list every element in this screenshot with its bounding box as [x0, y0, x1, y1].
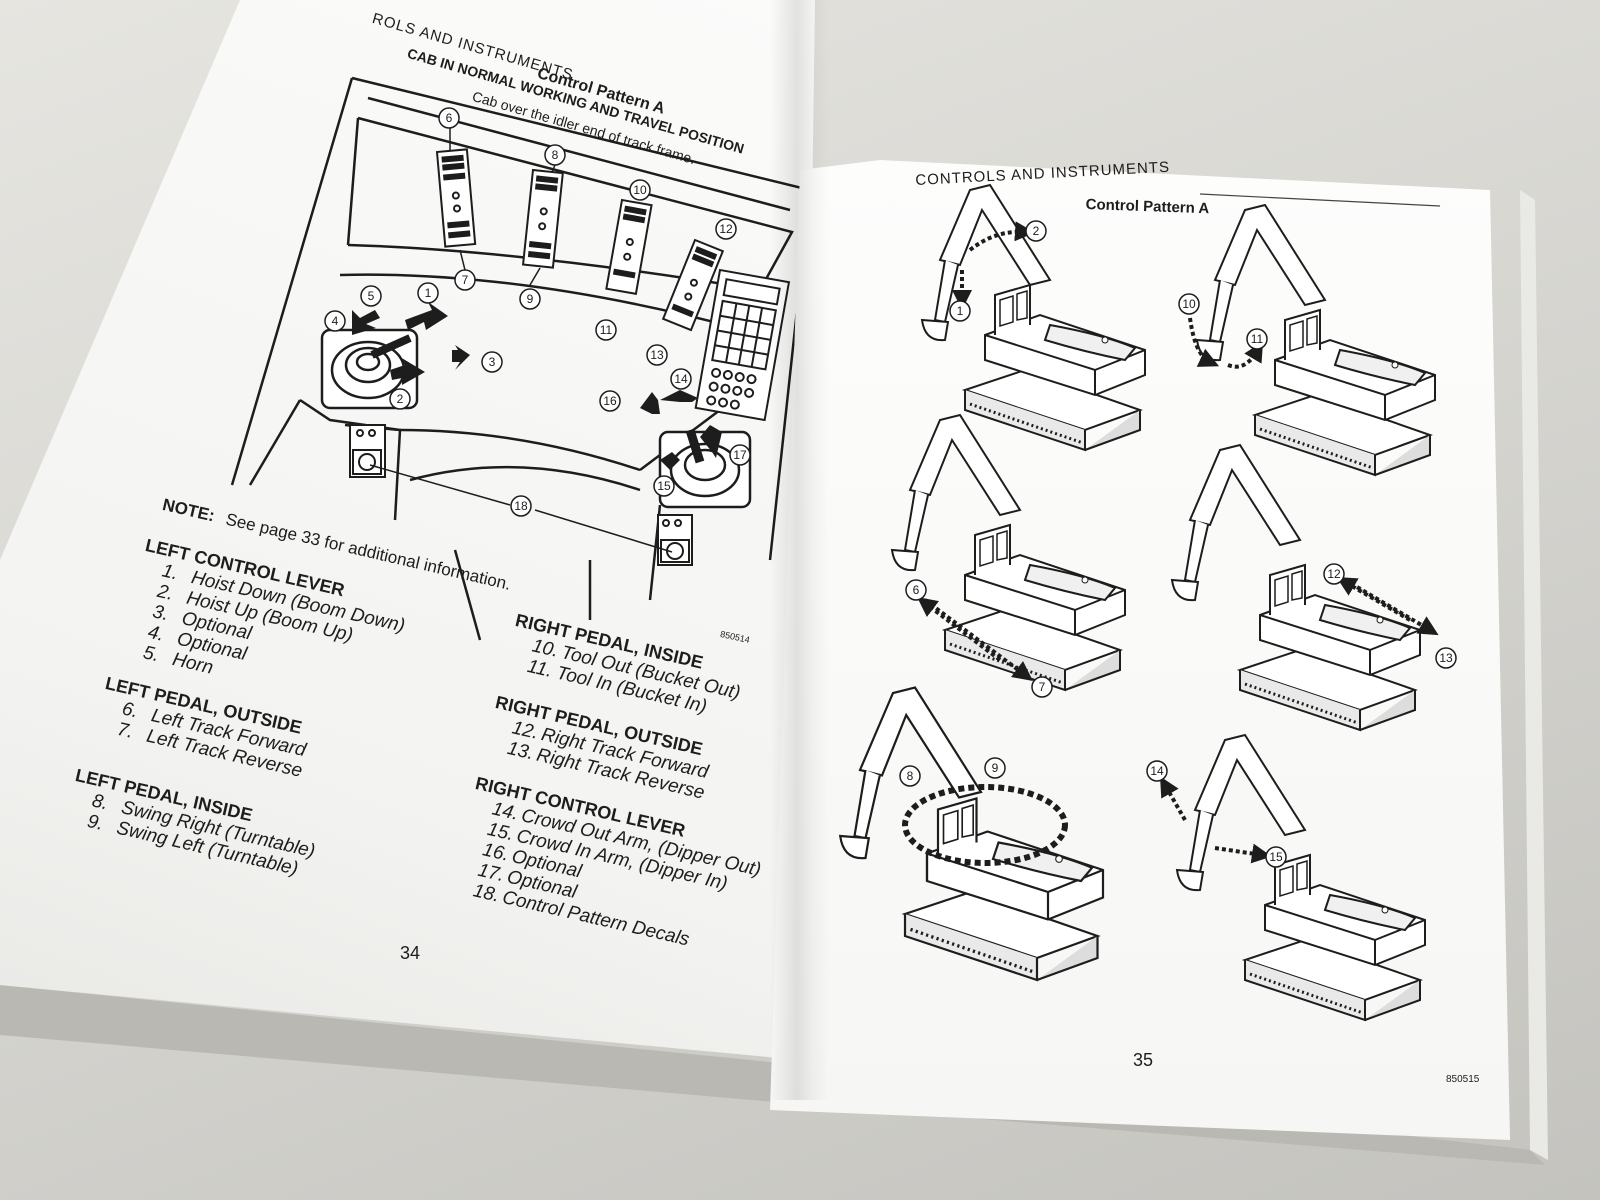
svg-text:10: 10 [1182, 297, 1196, 311]
svg-text:16: 16 [603, 394, 617, 408]
svg-text:1: 1 [425, 286, 432, 300]
excavator-panel-6: 14 15 [1146, 734, 1427, 1022]
callout-13: 13 [646, 344, 668, 366]
svg-text:17: 17 [733, 448, 747, 462]
svg-text:18: 18 [514, 499, 528, 513]
svg-text:12: 12 [719, 222, 733, 236]
right-figure-code: 850515 [1446, 1074, 1480, 1085]
callout-1: 1 [417, 282, 439, 304]
svg-text:2: 2 [397, 392, 404, 406]
svg-text:2: 2 [1033, 224, 1040, 238]
callout-14: 14 [670, 368, 692, 390]
callout-8: 8 [544, 144, 566, 166]
excavator-panel-2: 10 11 [1178, 204, 1437, 477]
svg-text:10: 10 [633, 183, 647, 197]
right-page-number: 35 [1133, 1050, 1154, 1070]
left-callouts: 6 8 10 12 7 9 11 13 1 5 4 3 2 14 16 17 1… [324, 107, 751, 517]
svg-text:4: 4 [332, 314, 339, 328]
left-page-number: 34 [400, 943, 421, 963]
callout-10: 10 [629, 179, 651, 201]
svg-text:14: 14 [1150, 764, 1164, 778]
callout-18: 18 [510, 495, 532, 517]
excavator-panel-5: 8 9 [839, 686, 1105, 982]
svg-text:5: 5 [368, 289, 375, 303]
svg-text:13: 13 [650, 348, 664, 362]
svg-text:9: 9 [992, 761, 999, 775]
svg-text:9: 9 [527, 292, 534, 306]
svg-text:8: 8 [907, 769, 914, 783]
callout-16: 16 [599, 390, 621, 412]
callout-3: 3 [481, 351, 503, 373]
callout-5: 5 [360, 285, 382, 307]
callout-15: 15 [653, 475, 675, 497]
svg-text:8: 8 [552, 148, 559, 162]
callout-4: 4 [324, 310, 346, 332]
callout-17: 17 [729, 444, 751, 466]
excavator-panel-3: 6 7 [891, 414, 1127, 698]
callout-6: 6 [438, 107, 460, 129]
svg-text:15: 15 [1269, 850, 1283, 864]
excavator-panel-1: 2 1 [921, 184, 1147, 452]
svg-text:14: 14 [674, 372, 688, 386]
svg-text:6: 6 [446, 111, 453, 125]
svg-text:11: 11 [600, 323, 613, 337]
excavator-panel-4: 12 13 [1171, 444, 1457, 732]
svg-text:12: 12 [1327, 567, 1341, 581]
callout-11: 11 [595, 319, 617, 341]
cab-controls-diagram [230, 76, 812, 641]
svg-text:15: 15 [657, 479, 671, 493]
svg-text:7: 7 [1039, 680, 1046, 694]
svg-text:1: 1 [957, 304, 964, 318]
callout-7: 7 [454, 269, 476, 291]
svg-text:7: 7 [462, 273, 469, 287]
callout-12: 12 [715, 218, 737, 240]
svg-text:13: 13 [1439, 651, 1453, 665]
svg-text:11: 11 [1251, 332, 1264, 346]
callout-2: 2 [389, 388, 411, 410]
svg-text:6: 6 [913, 583, 920, 597]
callout-9: 9 [519, 288, 541, 310]
svg-text:3: 3 [489, 355, 496, 369]
